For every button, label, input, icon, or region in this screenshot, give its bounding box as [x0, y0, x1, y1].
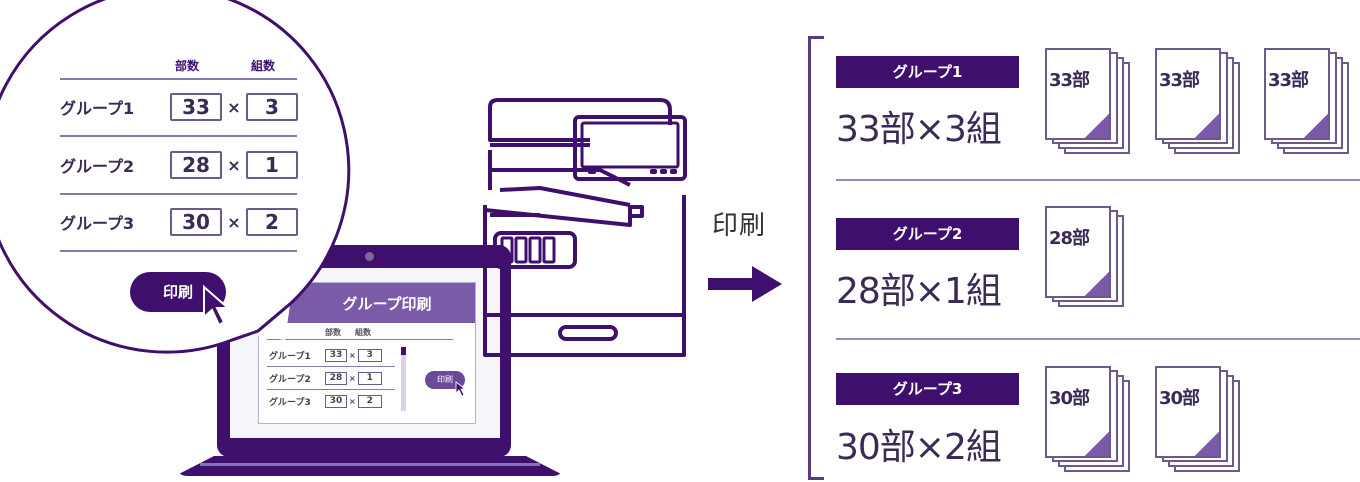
page-curl-icon — [1195, 432, 1219, 456]
scrollbar[interactable] — [401, 347, 406, 411]
group-label: グループ2 — [269, 374, 311, 385]
stack-label: 30部 — [1049, 388, 1090, 409]
laptop-camera — [365, 252, 374, 261]
divider — [267, 339, 453, 340]
divider — [60, 135, 297, 137]
group-formula: 30部×2組 — [836, 427, 1002, 468]
page-curl-icon — [1085, 432, 1109, 456]
document-stack-icon: 28部 — [1045, 206, 1133, 312]
group-divider — [836, 338, 1360, 340]
laptop-keyboard-base — [175, 456, 565, 476]
dialog-print-button[interactable]: 印刷 — [425, 371, 465, 389]
times-sign: × — [349, 373, 356, 383]
sets-input[interactable]: 2 — [357, 394, 382, 408]
sets-input[interactable]: 1 — [357, 371, 382, 385]
group-row: グループ3 30 × 2 — [60, 207, 298, 237]
copies-input[interactable]: 28 — [170, 151, 222, 179]
group-label: グループ3 — [60, 214, 135, 233]
copies-input[interactable]: 30 — [325, 394, 347, 408]
mouse-pointer-icon — [455, 381, 467, 397]
sets-input[interactable]: 3 — [246, 93, 298, 121]
multifunction-printer-icon — [483, 98, 687, 357]
document-stack-icon: 33部 — [1264, 48, 1352, 154]
copies-input[interactable]: 28 — [325, 371, 347, 385]
document-stack-icon: 30部 — [1155, 366, 1243, 472]
page-curl-icon — [1085, 272, 1109, 296]
page-curl-icon — [1195, 114, 1219, 138]
copies-header: 部数 — [175, 59, 200, 73]
page-curl-icon — [1085, 114, 1109, 138]
group-badge: グループ1 — [836, 56, 1019, 88]
group-badge: グループ3 — [836, 373, 1019, 405]
group-formula: 28部×1組 — [836, 271, 1002, 312]
sets-header: 組数 — [355, 328, 371, 337]
stack-label: 28部 — [1049, 228, 1090, 249]
group-label: グループ1 — [269, 351, 311, 362]
group-row: グループ1 33 × 3 — [60, 92, 298, 122]
times-sign: × — [349, 396, 356, 406]
copies-input[interactable]: 33 — [170, 93, 222, 121]
sets-input[interactable]: 1 — [246, 151, 298, 179]
mouse-pointer-icon — [203, 285, 231, 327]
times-sign: × — [227, 155, 241, 175]
stack-label: 33部 — [1268, 70, 1309, 91]
divider — [60, 193, 297, 195]
dialog-row: グループ2 28 × 1 — [269, 370, 382, 386]
document-stack-icon: 33部 — [1045, 48, 1133, 154]
scrollbar-thumb[interactable] — [401, 347, 406, 355]
document-stack-icon: 33部 — [1155, 48, 1243, 154]
dialog-row: グループ1 33 × 3 — [269, 347, 382, 363]
times-sign: × — [349, 350, 356, 360]
dialog-title: グループ印刷 — [259, 283, 475, 323]
group-formula: 33部×3組 — [836, 109, 1002, 150]
group-row: グループ2 28 × 1 — [60, 150, 298, 180]
laptop-base-stripe — [200, 463, 540, 466]
results-bracket — [808, 36, 824, 480]
page-curl-icon — [1304, 114, 1328, 138]
divider — [267, 366, 395, 367]
times-sign: × — [227, 212, 241, 232]
copies-input[interactable]: 33 — [325, 348, 347, 362]
copies-header: 部数 — [325, 328, 341, 337]
group-badge: グループ2 — [836, 218, 1019, 250]
sets-input[interactable]: 3 — [357, 348, 382, 362]
sets-input[interactable]: 2 — [246, 208, 298, 236]
group-print-dialog: グループ印刷 部数 組数 グループ1 33 × 3 グループ2 28 × 1 グ… — [258, 282, 476, 424]
group-divider — [836, 179, 1360, 181]
group-label: グループ1 — [60, 99, 135, 118]
stack-label: 33部 — [1049, 70, 1090, 91]
divider — [60, 78, 297, 80]
print-flow-label: 印刷 — [712, 211, 767, 241]
sets-header: 組数 — [251, 59, 276, 73]
divider — [267, 389, 395, 390]
times-sign: × — [227, 97, 241, 117]
group-label: グループ3 — [269, 397, 311, 408]
copies-input[interactable]: 30 — [170, 208, 222, 236]
group-label: グループ2 — [60, 157, 135, 176]
stack-label: 30部 — [1159, 388, 1200, 409]
document-stack-icon: 30部 — [1045, 366, 1133, 472]
divider — [60, 250, 297, 252]
dialog-row: グループ3 30 × 2 — [269, 393, 382, 409]
arrow-right-icon — [708, 266, 782, 302]
stack-label: 33部 — [1159, 70, 1200, 91]
